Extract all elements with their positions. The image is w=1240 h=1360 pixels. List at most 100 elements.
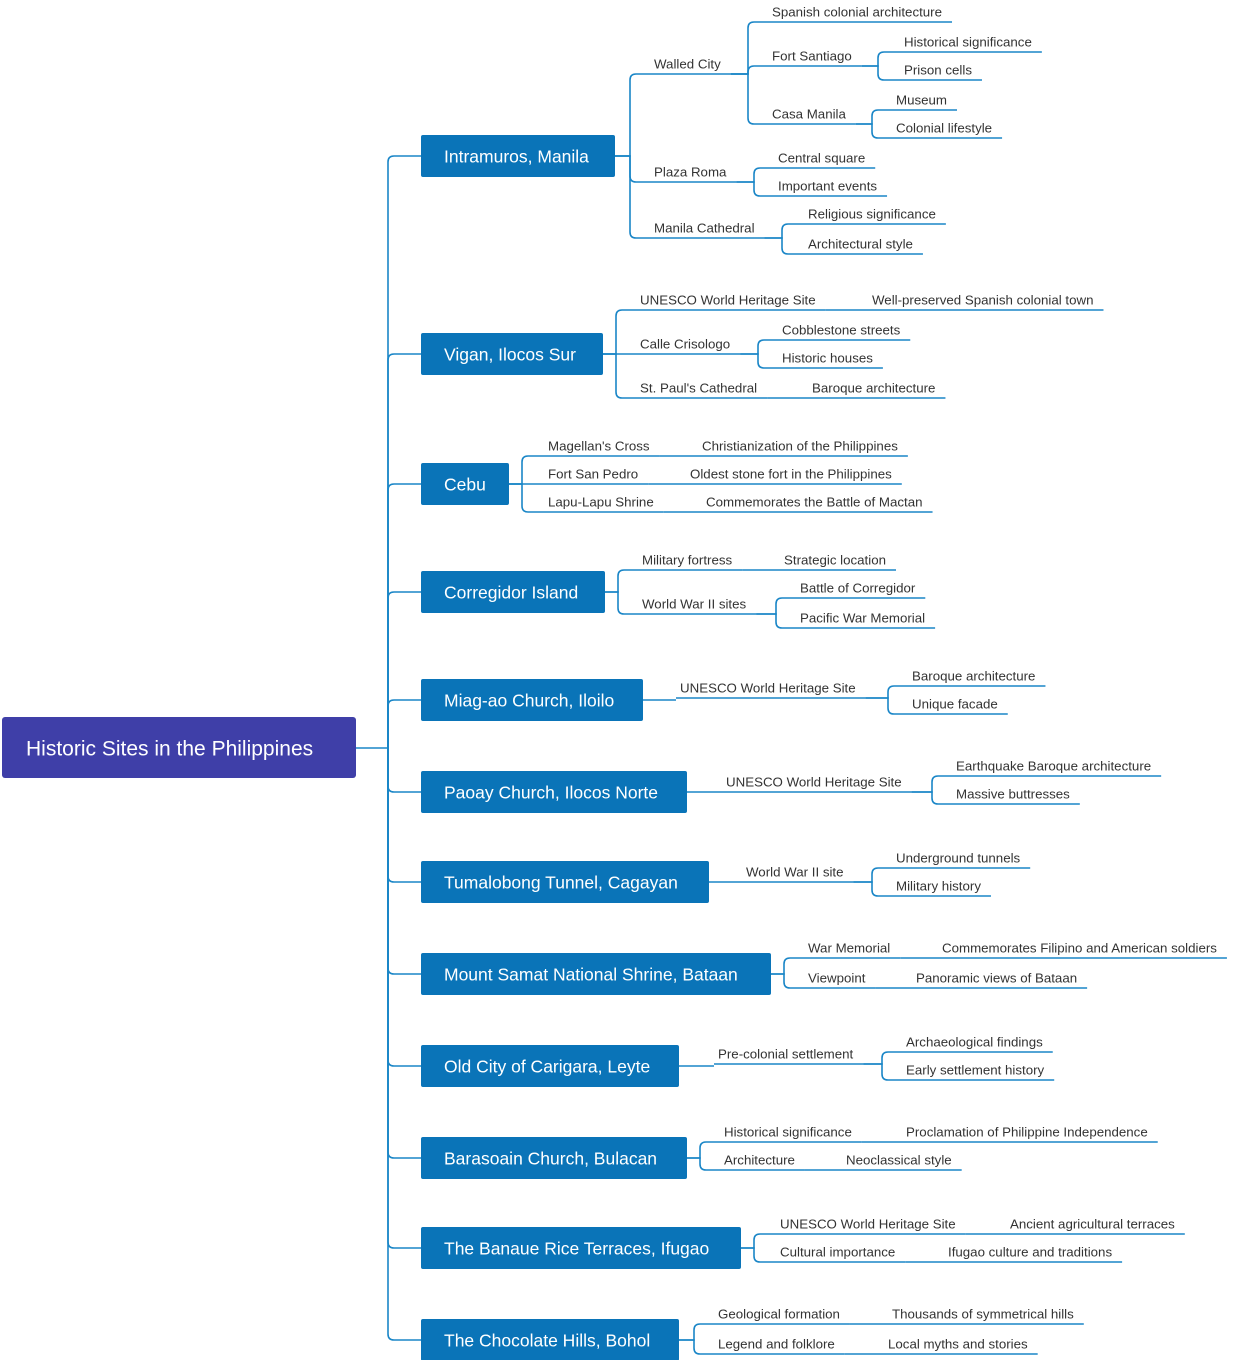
- connector-line: [771, 957, 804, 975]
- detail-label: Proclamation of Philippine Independence: [906, 1125, 1148, 1140]
- detail-christianization-of-the-philippines: Christianization of the Philippines: [698, 439, 908, 457]
- branch-unesco-world-heritage-site: UNESCO World Heritage Site: [636, 293, 826, 311]
- connector-line: [387, 353, 421, 748]
- detail-label: Massive buttresses: [956, 787, 1070, 802]
- branch-magellan-s-cross: Magellan's Cross: [544, 439, 660, 457]
- detail-label: Baroque architecture: [912, 669, 1035, 684]
- site-node-box: [421, 333, 603, 375]
- connector-lines: [356, 21, 1006, 1355]
- branch-unesco-world-heritage-site: UNESCO World Heritage Site: [776, 1217, 966, 1235]
- branch-label: Architecture: [724, 1153, 795, 1168]
- detail-ancient-agricultural-terraces: Ancient agricultural terraces: [1006, 1217, 1185, 1235]
- detail-label: Early settlement history: [906, 1063, 1045, 1078]
- site-node-label: Intramuros, Manila: [444, 146, 589, 166]
- site-node-box: [421, 1319, 679, 1360]
- detail-label: Spanish colonial architecture: [772, 5, 942, 20]
- detail-earthquake-baroque-architecture: Earthquake Baroque architecture: [952, 759, 1162, 777]
- connector-line: [865, 697, 908, 715]
- branch-architecture: Architecture: [720, 1153, 805, 1171]
- detail-massive-buttresses: Massive buttresses: [952, 787, 1080, 805]
- connector-line: [863, 1051, 902, 1065]
- branch-label: World War II site: [746, 865, 844, 880]
- site-node-box: [421, 135, 615, 177]
- detail-important-events: Important events: [774, 179, 888, 197]
- detail-label: Panoramic views of Bataan: [916, 971, 1077, 986]
- detail-central-square: Central square: [774, 151, 876, 169]
- connector-line: [509, 455, 544, 485]
- connector-line: [736, 167, 774, 183]
- detail-local-myths-and-stories: Local myths and stories: [884, 1337, 1038, 1355]
- branch-label: War Memorial: [808, 941, 890, 956]
- branch-st-paul-s-cathedral: St. Paul's Cathedral: [636, 381, 768, 399]
- detail-label: Architectural style: [808, 237, 913, 252]
- subdetail-label: Museum: [896, 93, 947, 108]
- detail-spanish-colonial-architecture: Spanish colonial architecture: [768, 5, 953, 23]
- detail-baroque-architecture: Baroque architecture: [808, 381, 946, 399]
- branch-viewpoint: Viewpoint: [804, 971, 876, 989]
- detail-label: Casa Manila: [772, 107, 847, 122]
- site-node-label: Mount Samat National Shrine, Bataan: [444, 964, 738, 984]
- detail-label: Battle of Corregidor: [800, 581, 916, 596]
- connector-line: [387, 699, 421, 748]
- detail-label: Pacific War Memorial: [800, 611, 925, 626]
- branch-calle-crisologo: Calle Crisologo: [636, 337, 741, 355]
- site-node-barasoain-church-bulacan: Barasoain Church, Bulacan: [421, 1137, 687, 1179]
- branch-label: Military fortress: [642, 553, 732, 568]
- site-node-label: Corregidor Island: [444, 582, 578, 602]
- detail-pacific-war-memorial: Pacific War Memorial: [796, 611, 936, 629]
- site-node-intramuros-manila: Intramuros, Manila: [421, 135, 615, 177]
- detail-military-history: Military history: [892, 879, 991, 897]
- connector-line: [911, 775, 952, 793]
- site-node-paoay-church-ilocos-norte: Paoay Church, Ilocos Norte: [421, 771, 687, 813]
- connector-line: [865, 685, 908, 699]
- connector-line: [387, 748, 421, 1159]
- detail-label: Military history: [896, 879, 981, 894]
- detail-casa-manila: Casa Manila: [768, 107, 856, 125]
- detail-battle-of-corregidor: Battle of Corregidor: [796, 581, 926, 599]
- site-node-label: The Chocolate Hills, Bohol: [444, 1330, 650, 1350]
- detail-proclamation-of-philippine-independence: Proclamation of Philippine Independence: [902, 1125, 1158, 1143]
- connector-line: [603, 353, 636, 399]
- site-node-the-banaue-rice-terraces-ifugao: The Banaue Rice Terraces, Ifugao: [421, 1227, 741, 1269]
- detail-oldest-stone-fort-in-the-philippines: Oldest stone fort in the Philippines: [686, 467, 902, 485]
- site-node-vigan-ilocos-sur: Vigan, Ilocos Sur: [421, 333, 603, 375]
- subdetail-label: Prison cells: [904, 63, 972, 78]
- detail-strategic-location: Strategic location: [780, 553, 896, 571]
- branch-military-fortress: Military fortress: [638, 553, 743, 571]
- site-node-label: Barasoain Church, Bulacan: [444, 1148, 657, 1168]
- branch-world-war-ii-site: World War II site: [742, 865, 854, 883]
- detail-label: Thousands of symmetrical hills: [892, 1307, 1074, 1322]
- site-node-label: Miag-ao Church, Iloilo: [444, 690, 614, 710]
- site-node-old-city-of-carigara-leyte: Old City of Carigara, Leyte: [421, 1045, 679, 1087]
- detail-label: Local myths and stories: [888, 1337, 1028, 1352]
- detail-label: Historic houses: [782, 351, 873, 366]
- detail-label: Oldest stone fort in the Philippines: [690, 467, 892, 482]
- detail-architectural-style: Architectural style: [804, 237, 923, 255]
- site-node-mount-samat-national-shrine-bataan: Mount Samat National Shrine, Bataan: [421, 953, 771, 995]
- connector-line: [855, 123, 892, 139]
- connector-line: [387, 748, 421, 883]
- detail-label: Unique facade: [912, 697, 998, 712]
- branch-label: Calle Crisologo: [640, 337, 730, 352]
- branch-label: UNESCO World Heritage Site: [640, 293, 816, 308]
- site-node-box: [421, 861, 709, 903]
- subdetail-colonial-lifestyle: Colonial lifestyle: [892, 121, 1003, 139]
- branch-label: Walled City: [654, 57, 721, 72]
- branch-label: Magellan's Cross: [548, 439, 650, 454]
- detail-archaeological-findings: Archaeological findings: [902, 1035, 1053, 1053]
- connector-line: [740, 353, 778, 369]
- site-node-label: The Banaue Rice Terraces, Ifugao: [444, 1238, 709, 1258]
- detail-label: Earthquake Baroque architecture: [956, 759, 1151, 774]
- detail-label: Religious significance: [808, 207, 936, 222]
- detail-label: Commemorates Filipino and American soldi…: [942, 941, 1217, 956]
- branch-label: Viewpoint: [808, 971, 866, 986]
- detail-well-preserved-spanish-colonial-town: Well-preserved Spanish colonial town: [868, 293, 1104, 311]
- mind-map-nodes: Historic Sites in the PhilippinesIntramu…: [2, 5, 1227, 1360]
- branch-walled-city: Walled City: [650, 57, 731, 75]
- site-node-corregidor-island: Corregidor Island: [421, 571, 605, 613]
- connector-line: [741, 1247, 776, 1263]
- connector-line: [853, 881, 892, 897]
- connector-line: [741, 1233, 776, 1249]
- connector-line: [740, 339, 778, 355]
